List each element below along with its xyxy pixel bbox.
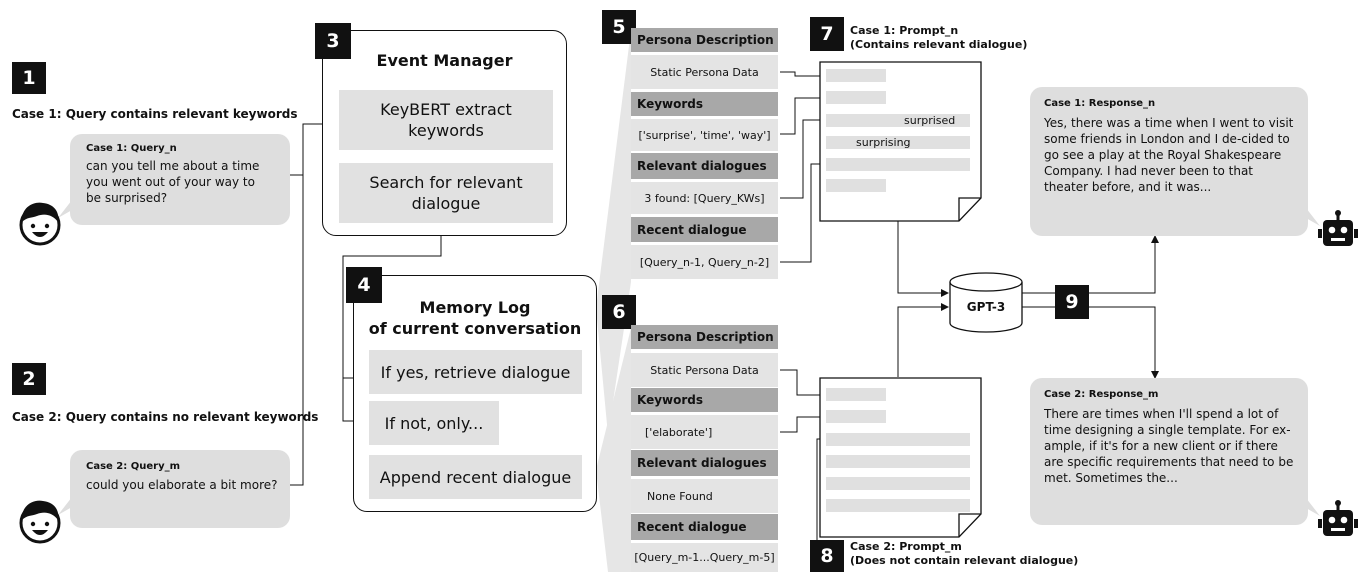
- prompt1-line: [826, 69, 886, 82]
- memory-log-title-2: of current conversation: [368, 319, 582, 338]
- panel2-keywords-value: ['elaborate']: [631, 415, 778, 449]
- response1-title: Case 1: Response_n: [1044, 98, 1156, 109]
- search-relevant-box: Search for relevant dialogue: [339, 163, 553, 223]
- prompt2-line: [826, 499, 970, 512]
- case1-heading: Case 1: Query contains relevant keywords: [12, 107, 298, 121]
- user-face-icon: [19, 202, 61, 246]
- case1-query-text: can you tell me about a time you went ou…: [86, 159, 260, 205]
- prompt1-line: [826, 136, 970, 149]
- bubble-tail-1: [58, 200, 72, 218]
- panel2-relevant-header: Relevant dialogues: [631, 450, 778, 476]
- append-recent-box: Append recent dialogue: [369, 455, 582, 499]
- case2-heading: Case 2: Query contains no relevant keywo…: [12, 410, 319, 424]
- step-9-badge: 9: [1055, 285, 1089, 319]
- panel1-persona-value: Static Persona Data: [631, 55, 778, 89]
- bubble-tail-2: [58, 497, 72, 515]
- panel1-persona-header: Persona Description: [631, 28, 778, 52]
- if-not-box: If not, only...: [369, 401, 499, 445]
- prompt1-title-2: (Contains relevant dialogue): [850, 38, 1028, 51]
- prompt2-line: [826, 388, 886, 401]
- panel2-recent-header: Recent dialogue: [631, 514, 778, 540]
- memory-log-title-1: Memory Log: [419, 298, 531, 317]
- database-cylinder-icon: [949, 272, 1023, 333]
- step-7-badge: 7: [810, 17, 844, 51]
- prompt2-line: [826, 477, 970, 490]
- gpt3-label: GPT-3: [966, 300, 1006, 314]
- panel1-recent-value: [Query_n-1, Query_n-2]: [631, 245, 778, 279]
- prompt2-line: [826, 410, 886, 423]
- user-face-icon: [19, 500, 61, 544]
- prompt2-line: [826, 433, 970, 446]
- prompt1-line: [826, 114, 970, 127]
- event-manager-title: Event Manager: [376, 51, 513, 70]
- panel2-persona-value: Static Persona Data: [631, 353, 778, 387]
- response2-bubble: Case 2: Response_m There are times when …: [1030, 378, 1308, 525]
- prompt1-title-1: Case 1: Prompt_n: [850, 24, 959, 37]
- prompt1-keyword-surprised: surprised: [904, 114, 956, 127]
- case2-query-text: could you elaborate a bit more?: [86, 478, 278, 492]
- panel1-keywords-value: ['surprise', 'time', 'way']: [631, 119, 778, 151]
- panel1-relevant-value: 3 found: [Query_KWs]: [631, 182, 778, 214]
- step-2-badge: 2: [12, 363, 46, 395]
- case1-query-bubble: Case 1: Query_n can you tell me about a …: [70, 134, 290, 225]
- response2-text: There are times when I'll spend a lot of…: [1044, 407, 1294, 485]
- prompt1-keyword-surprising: surprising: [856, 136, 911, 149]
- step-4-badge: 4: [346, 267, 382, 303]
- panel2-persona-header: Persona Description: [631, 325, 778, 349]
- panel2-recent-value: [Query_m-1...Query_m-5]: [631, 543, 778, 572]
- step-1-badge: 1: [12, 62, 46, 94]
- panel1-keywords-header: Keywords: [631, 92, 778, 116]
- prompt1-line: [826, 91, 886, 104]
- step-8-badge: 8: [810, 540, 844, 572]
- response2-title: Case 2: Response_m: [1044, 389, 1159, 400]
- bubble-tail-r1: [1306, 208, 1320, 226]
- panel1-relevant-header: Relevant dialogues: [631, 153, 778, 179]
- step-5-badge: 5: [602, 10, 636, 44]
- panel2-keywords-header: Keywords: [631, 388, 778, 412]
- prompt2-line: [826, 455, 970, 468]
- panel2-relevant-value: None Found: [631, 479, 778, 513]
- response1-text: Yes, there was a time when I went to vis…: [1044, 116, 1294, 194]
- prompt2-title-1: Case 2: Prompt_m: [850, 540, 962, 553]
- case1-query-title: Case 1: Query_n: [86, 143, 177, 154]
- step-6-badge: 6: [602, 295, 636, 329]
- keybert-extract-box: KeyBERT extract keywords: [339, 90, 553, 150]
- retrieve-dialogue-box: If yes, retrieve dialogue: [369, 350, 582, 394]
- prompt2-title-2: (Does not contain relevant dialogue): [850, 554, 1079, 567]
- step-3-badge: 3: [315, 23, 351, 59]
- panel1-recent-header: Recent dialogue: [631, 217, 778, 242]
- bubble-tail-r2: [1306, 498, 1320, 516]
- robot-icon: [1318, 210, 1358, 246]
- prompt1-line: [826, 179, 886, 192]
- response1-bubble: Case 1: Response_n Yes, there was a time…: [1030, 87, 1308, 236]
- prompt1-line: [826, 158, 970, 171]
- case2-query-title: Case 2: Query_m: [86, 461, 181, 472]
- case2-query-bubble: Case 2: Query_m could you elaborate a bi…: [70, 450, 290, 528]
- robot-icon: [1318, 500, 1358, 536]
